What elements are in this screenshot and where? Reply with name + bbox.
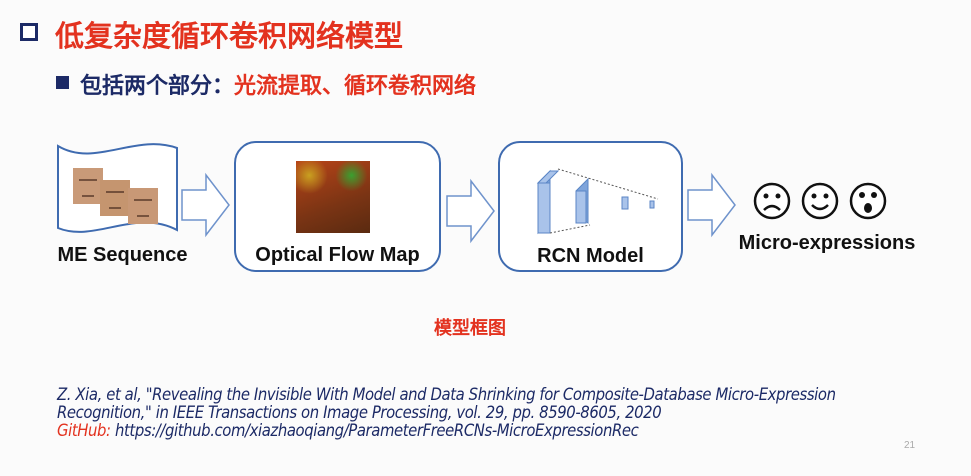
sad-face-icon <box>753 182 791 220</box>
github-label: GitHub: <box>57 421 111 440</box>
emotion-faces <box>753 182 887 220</box>
arrow-right-icon <box>446 178 495 244</box>
page-number: 21 <box>904 440 916 451</box>
label-micro-expressions: Micro-expressions <box>738 232 916 254</box>
arrow-right-icon <box>687 172 736 238</box>
subtitle: 包括两个部分：光流提取、循环卷积网络 <box>80 68 476 100</box>
happy-face-icon <box>801 182 839 220</box>
subtitle-highlight: 光流提取、循环卷积网络 <box>234 73 477 98</box>
diagram-caption: 模型框图 <box>434 318 506 338</box>
face-frame-1 <box>73 168 103 204</box>
arrow-right-icon <box>181 172 230 238</box>
label-optical-flow-map: Optical Flow Map <box>255 244 420 266</box>
github-line: GitHub: https://github.com/xiazhaoqiang/… <box>57 422 927 440</box>
label-rcn-model: RCN Model <box>537 245 644 267</box>
optical-flow-image <box>296 161 370 233</box>
cnn-layers-icon <box>536 168 659 235</box>
subtitle-prefix: 包括两个部分： <box>80 73 235 98</box>
face-frame-2 <box>100 180 130 216</box>
slide-title: 低复杂度循环卷积网络模型 <box>55 21 404 53</box>
citation: Z. Xia, et al, "Revealing the Invisible … <box>57 386 927 440</box>
label-me-sequence: ME Sequence <box>57 244 188 266</box>
rcn-model-box: RCN Model <box>498 141 683 272</box>
surprised-face-icon <box>849 182 887 220</box>
filled-square-bullet-icon <box>56 76 69 89</box>
citation-text: Z. Xia, et al, "Revealing the Invisible … <box>57 385 836 422</box>
hollow-square-bullet-icon <box>20 23 38 41</box>
me-sequence-icon <box>57 143 178 233</box>
optical-flow-box: Optical Flow Map <box>234 141 441 272</box>
face-frame-3 <box>128 188 158 224</box>
github-link[interactable]: https://github.com/xiazhaoqiang/Paramete… <box>114 421 639 440</box>
